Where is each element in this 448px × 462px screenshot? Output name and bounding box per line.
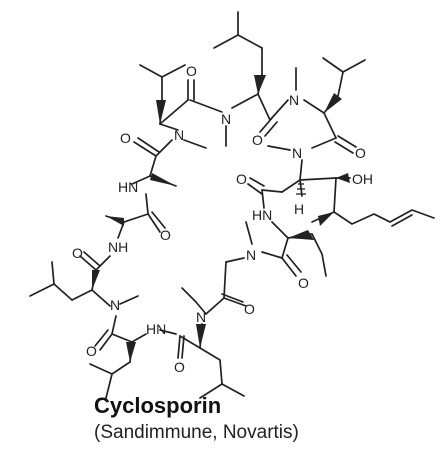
atom-hn: HN (118, 179, 138, 195)
atom-n: N (196, 309, 206, 325)
atom-hn: HN (252, 207, 272, 223)
atom-o: O (186, 63, 197, 79)
atom-o: O (174, 359, 185, 375)
atom-o: O (298, 275, 309, 291)
atom-hn: HN (146, 321, 166, 337)
stereo-bonds (92, 75, 350, 362)
atom-n: N (110, 297, 120, 313)
atom-o: O (120, 130, 131, 146)
atom-h: H (294, 201, 304, 217)
atom-o: O (160, 227, 171, 243)
atom-o: O (236, 171, 247, 187)
atom-n: N (289, 92, 299, 108)
atom-n: N (174, 127, 184, 143)
atom-o: O (86, 343, 97, 359)
caption: Cyclosporin (Sandimmune, Novartis) (94, 392, 444, 446)
atom-o: O (252, 132, 263, 148)
atom-o: O (355, 145, 366, 161)
compound-name: Cyclosporin (94, 393, 222, 418)
atom-n: N (246, 247, 256, 263)
hash-bond (296, 183, 306, 195)
atom-n: N (292, 145, 302, 161)
atom-o: O (244, 301, 255, 317)
bond-skeleton (29, 11, 435, 399)
compound-subtitle: (Sandimmune, Novartis) (94, 422, 299, 443)
atom-oh: OH (352, 171, 373, 187)
atom-labels: O N O N N O N O OH H O HN HN O N NH O O … (72, 63, 373, 375)
atom-nh: NH (108, 239, 128, 255)
atom-n: N (221, 111, 231, 127)
atom-o: O (72, 245, 83, 261)
